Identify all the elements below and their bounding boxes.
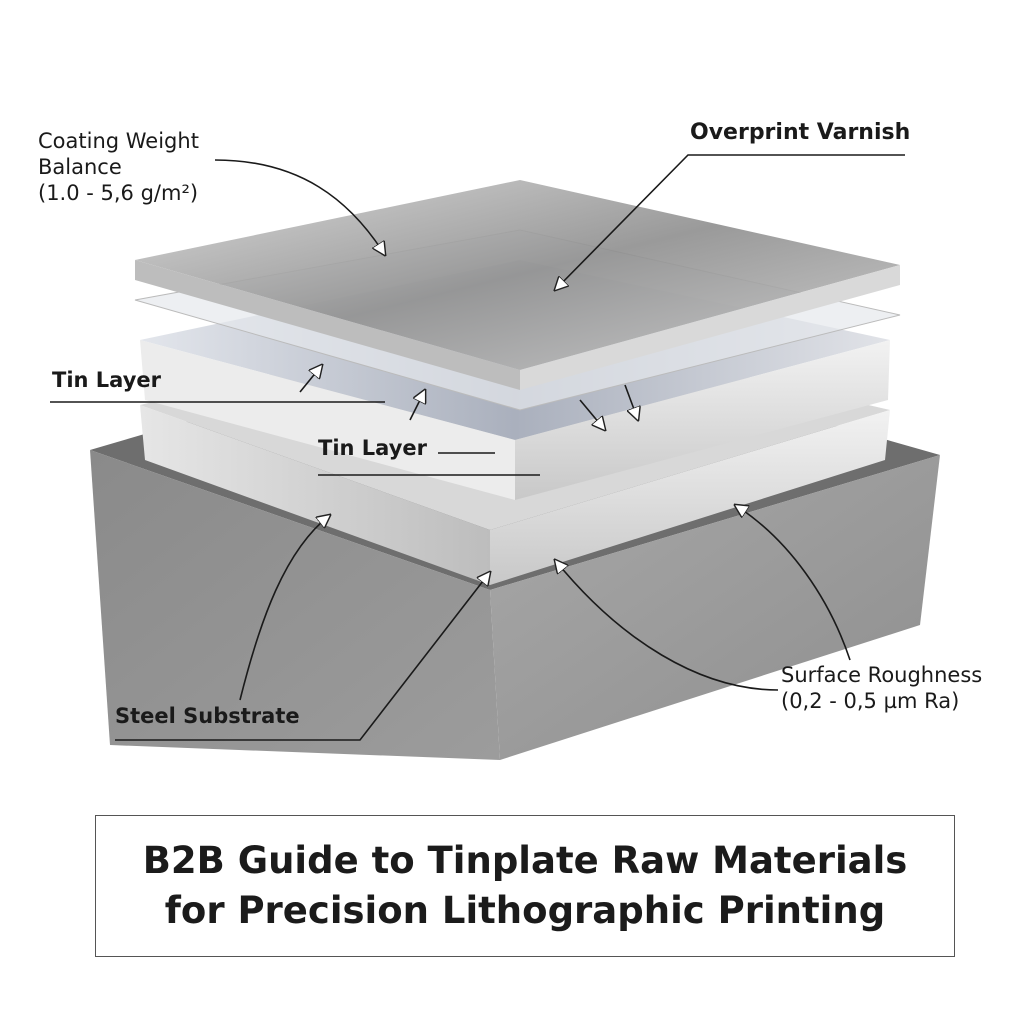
overprint-varnish-label: Overprint Varnish — [690, 120, 911, 145]
tin-layer-label-2: Tin Layer — [318, 436, 427, 460]
coating-weight-line1: Coating Weight — [38, 129, 199, 153]
title-box: B2B Guide to Tinplate Raw Materials for … — [95, 815, 955, 957]
overprint-varnish-layer — [135, 180, 900, 390]
title-line-2: for Precision Lithographic Printing — [164, 889, 886, 932]
title-line-1: B2B Guide to Tinplate Raw Materials — [142, 839, 908, 882]
coating-weight-range: (1.0 - 5,6 g/m²) — [38, 181, 199, 205]
surface-roughness-line1: Surface Roughness — [781, 663, 983, 687]
tin-layer-label-1: Tin Layer — [52, 368, 161, 392]
leader-lines — [50, 154, 905, 741]
surface-roughness-label: Surface Roughness (0,2 - 0,5 µm Ra) — [781, 662, 982, 714]
coating-weight-label: Coating Weight Balance (1.0 - 5,6 g/m²) — [38, 128, 199, 206]
surface-roughness-range: (0,2 - 0,5 µm Ra) — [781, 689, 960, 713]
steel-substrate-label: Steel Substrate — [115, 704, 300, 728]
coating-weight-line2: Balance — [38, 155, 122, 179]
